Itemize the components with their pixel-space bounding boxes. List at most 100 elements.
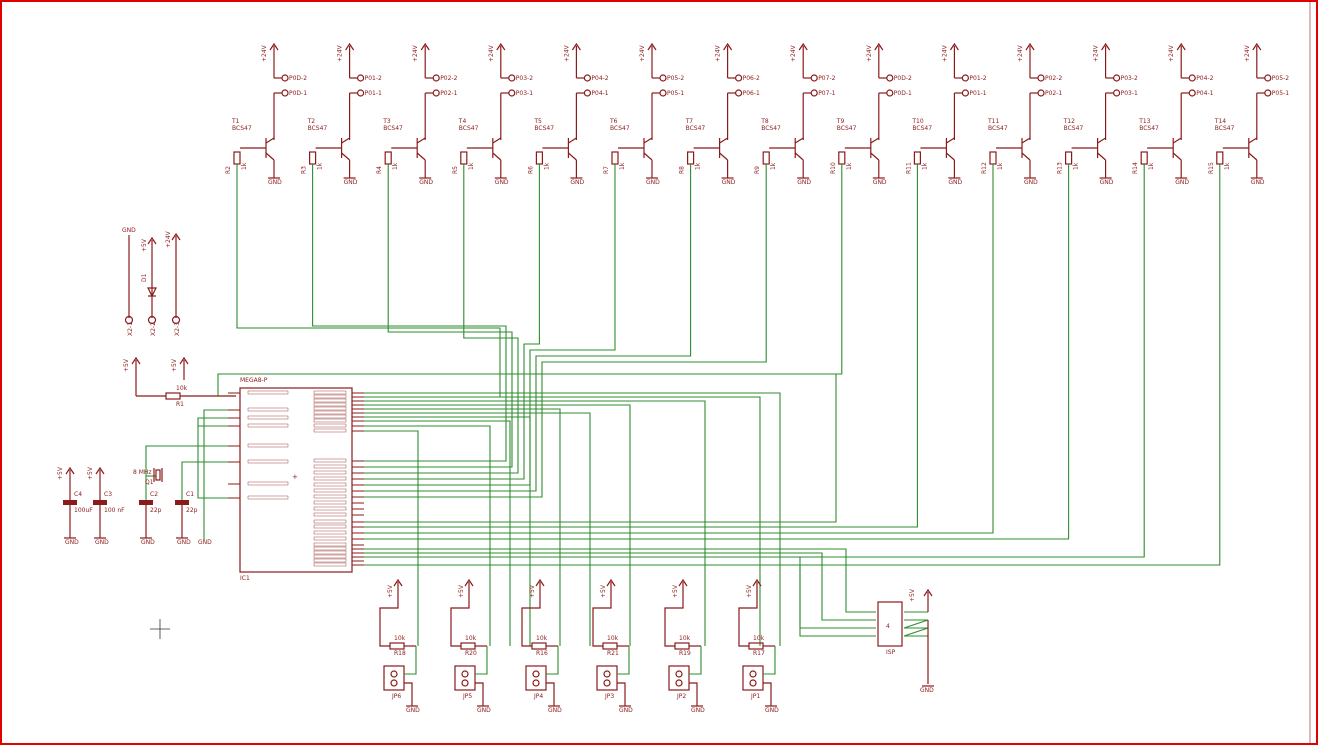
output-pad-2 — [961, 74, 970, 82]
output-label-2: P04-2 — [1196, 75, 1213, 82]
net-input-5 — [358, 408, 561, 646]
isp-header — [877, 601, 903, 647]
net-base-10 — [358, 164, 918, 528]
gnd-label: GND — [1175, 179, 1189, 186]
output-label-2: P05-2 — [1272, 75, 1289, 82]
net-base-5 — [358, 164, 540, 480]
net-xtal2 — [181, 461, 236, 502]
resistor-value: 1k — [619, 162, 626, 170]
pullup-resistor — [602, 642, 618, 650]
output-pad-2 — [1112, 74, 1121, 82]
net-input-9 — [358, 425, 491, 646]
pullup-resistor — [531, 642, 547, 650]
jumper-supply-wire — [521, 582, 541, 647]
mcu-right-pin-label-26 — [313, 546, 347, 551]
jumper-supply-arrow — [535, 578, 545, 587]
output-label-2: P02-2 — [440, 75, 457, 82]
transistor-ref: T13 — [1138, 118, 1150, 125]
resistor-value: 1k — [997, 162, 1004, 170]
jumper-supply-label: +5V — [600, 584, 607, 598]
jumper-supply-wire — [450, 582, 470, 647]
base-resistor — [611, 151, 619, 165]
jumper-gnd-wire — [475, 682, 484, 706]
jumper-body — [525, 665, 547, 691]
supply-arrow — [647, 42, 657, 51]
transistor-emitter — [1172, 152, 1182, 161]
transistor-value: BCS47 — [686, 125, 706, 132]
resistor-value: 1k — [770, 162, 777, 170]
transistor-collector — [1172, 137, 1182, 144]
mcu-right-pin-label-29 — [313, 558, 347, 563]
jumper-gnd-label: GND — [619, 707, 633, 714]
gnd-label: GND — [722, 179, 736, 186]
mcu-right-pin-label-11 — [313, 458, 347, 463]
jumper-pin-1 — [532, 670, 540, 678]
mcu-right-pin-label-28 — [313, 554, 347, 559]
supply-24v-label: +24V — [337, 44, 344, 62]
gnd-label: GND — [344, 179, 358, 186]
mcu-right-pin-label-27 — [313, 550, 347, 555]
mcu-left-pin-label-7 — [247, 481, 289, 486]
transistor-collector — [719, 137, 728, 144]
cap-supply-label: +5V — [57, 466, 64, 480]
jumper-gnd-label: GND — [548, 707, 562, 714]
resistor-r1 — [165, 392, 181, 400]
mcu-right-pin-label-7 — [313, 414, 347, 419]
jumper-ref: JP4 — [533, 693, 543, 700]
output-pad-2 — [734, 74, 743, 82]
jumper-net — [763, 646, 776, 675]
mcu-right-pin-label-12 — [313, 464, 347, 469]
cap-gnd-label: GND — [177, 539, 191, 546]
capacitor-ref: C4 — [74, 491, 82, 498]
resistor-value: 1k — [695, 162, 702, 170]
resistor-ref: R7 — [603, 166, 610, 174]
resistor-ref: R12 — [981, 162, 988, 174]
transistor-ref: T8 — [760, 118, 769, 125]
transistor-emitter — [265, 152, 275, 161]
jumper-pin-1 — [603, 670, 611, 678]
jumper-ref: JP2 — [676, 693, 686, 700]
supply-arrow — [798, 42, 808, 51]
transistor-collector — [568, 137, 577, 144]
supply-24v-label: +24V — [866, 44, 873, 62]
mcu-left-pin-label-8 — [247, 495, 289, 500]
transistor-collector — [1021, 137, 1031, 144]
jumper-body — [742, 665, 764, 691]
mcu-right-pin-label-1 — [313, 390, 347, 395]
net-isp-1 — [358, 548, 876, 613]
power-input-block: GND +5V +24V D1 X2-1 X2-2 X2-3 — [122, 227, 181, 336]
pullup-ref: R19 — [679, 650, 691, 657]
jumper-body — [596, 665, 618, 691]
mcu-right-pin-label-23 — [313, 530, 347, 535]
supply-arrow — [345, 42, 355, 51]
mcu-plus: + — [292, 473, 298, 481]
resistor-value: 1k — [1073, 162, 1080, 170]
base-resistor — [233, 151, 241, 165]
net-isp-2 — [358, 552, 876, 621]
gnd-label: GND — [873, 179, 887, 186]
resistor-value: 1k — [846, 162, 853, 170]
mcu-right-pin-label-3 — [313, 398, 347, 403]
mcu-left-pin-label-3 — [247, 415, 289, 420]
jumper-gnd-wire — [763, 682, 772, 706]
resistor-ref: R9 — [754, 166, 761, 174]
jumper-pin-2 — [749, 679, 757, 687]
output-label-1: P0D-1 — [289, 90, 307, 97]
net-base-7 — [358, 164, 692, 492]
jumper-supply-arrow — [464, 578, 474, 587]
gnd-label: GND — [495, 179, 509, 186]
jumper-supply-label: +5V — [746, 584, 753, 598]
capacitor-plate-C3 — [93, 500, 107, 505]
mcu-right-pin-label-15 — [313, 482, 347, 487]
capacitor-plate-C1 — [175, 500, 189, 505]
net-gnd-left — [197, 417, 236, 499]
output-pad-1 — [583, 89, 592, 97]
